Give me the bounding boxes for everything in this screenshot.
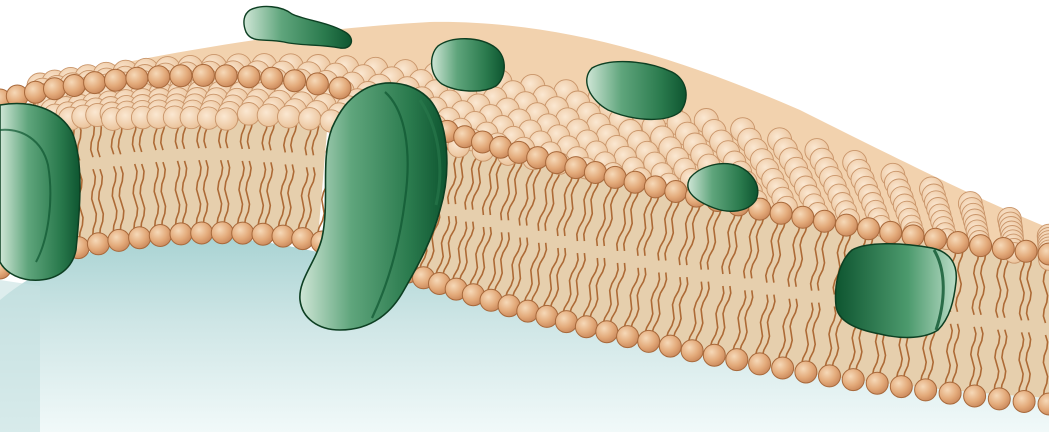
phospholipid-head-outer	[902, 225, 924, 247]
phospholipid-head-top	[257, 104, 280, 127]
phospholipid-head-inner	[517, 300, 539, 322]
phospholipid-head-inner	[659, 335, 681, 357]
phospholipid-head-outer	[947, 232, 969, 254]
phospholipid-head-inner	[536, 305, 558, 327]
phospholipid-head-outer	[238, 66, 260, 88]
phospholipid-head-top	[215, 108, 237, 130]
phospholipid-head-outer	[1015, 240, 1037, 262]
phospholipid-head-inner	[939, 382, 961, 404]
phospholipid-head-inner	[292, 228, 314, 250]
phospholipid-head-inner	[191, 222, 213, 244]
phospholipid-head-inner	[1013, 391, 1035, 413]
phospholipid-head-outer	[858, 218, 880, 240]
phospholipid-head-outer	[261, 67, 283, 89]
phospholipid-head-inner	[795, 361, 817, 383]
phospholipid-head-inner	[964, 385, 986, 407]
phospholipid-head-outer	[105, 69, 127, 91]
peripheral-protein-surface-1	[432, 39, 505, 91]
phospholipid-head-inner	[988, 388, 1010, 410]
phospholipid-head-outer	[148, 66, 170, 88]
phospholipid-head-outer	[565, 157, 587, 179]
phospholipid-head-outer	[25, 81, 47, 103]
phospholipid-head-outer	[44, 78, 66, 100]
phospholipid-head-outer	[63, 75, 85, 97]
phospholipid-head-inner	[149, 225, 171, 247]
phospholipid-head-outer	[527, 147, 549, 169]
phospholipid-head-inner	[866, 372, 888, 394]
phospholipid-head-outer	[770, 202, 792, 224]
phospholipid-head-outer	[215, 65, 237, 87]
phospholipid-head-outer	[644, 176, 666, 198]
phospholipid-head-inner	[703, 344, 725, 366]
phospholipid-head-inner	[842, 369, 864, 391]
phospholipid-head-outer	[835, 214, 857, 236]
phospholipid-head-outer	[329, 77, 351, 99]
phospholipid-head-outer	[970, 235, 992, 257]
phospholipid-head-inner	[555, 311, 577, 333]
integral-protein-left-edge	[0, 104, 80, 281]
phospholipid-head-top	[278, 106, 301, 129]
phospholipid-head-inner	[108, 229, 130, 251]
phospholipid-head-inner	[252, 223, 274, 245]
phospholipid-head-inner	[232, 222, 254, 244]
phospholipid-head-top	[237, 103, 260, 126]
phospholipid-head-outer	[284, 70, 306, 92]
phospholipid-head-outer	[546, 152, 568, 174]
phospholipid-head-outer	[126, 67, 148, 89]
phospholipid-head-inner	[638, 330, 660, 352]
phospholipid-head-outer	[584, 162, 606, 184]
phospholipid-head-outer	[814, 210, 836, 232]
phospholipid-head-outer	[604, 166, 626, 188]
phospholipid-head-inner	[617, 326, 639, 348]
phospholipid-head-inner	[772, 357, 794, 379]
phospholipid-head-outer	[792, 206, 814, 228]
phospholipid-head-outer	[992, 238, 1014, 260]
phospholipid-head-inner	[272, 225, 294, 247]
phospholipid-head-outer	[880, 221, 902, 243]
integral-protein-right	[836, 244, 957, 338]
phospholipid-head-outer	[84, 72, 106, 94]
phospholipid-head-inner	[211, 222, 233, 244]
phospholipid-head-inner	[596, 321, 618, 343]
phospholipid-head-outer	[192, 64, 214, 86]
phospholipid-head-inner	[726, 349, 748, 371]
phospholipid-head-inner	[170, 223, 192, 245]
phospholipid-head-inner	[890, 376, 912, 398]
phospholipid-head-inner	[129, 227, 151, 249]
phospholipid-head-inner	[87, 233, 109, 255]
cytoplasm-left-edge	[0, 280, 40, 432]
phospholipid-head-inner	[749, 353, 771, 375]
phospholipid-head-inner	[681, 340, 703, 362]
phospholipid-head-inner	[575, 316, 597, 338]
phospholipid-head-top	[299, 108, 321, 130]
phospholipid-head-outer	[665, 181, 687, 203]
phospholipid-head-outer	[306, 73, 328, 95]
phospholipid-head-inner	[819, 365, 841, 387]
phospholipid-head-outer	[170, 65, 192, 87]
phospholipid-head-inner	[915, 379, 937, 401]
phospholipid-head-outer	[624, 171, 646, 193]
